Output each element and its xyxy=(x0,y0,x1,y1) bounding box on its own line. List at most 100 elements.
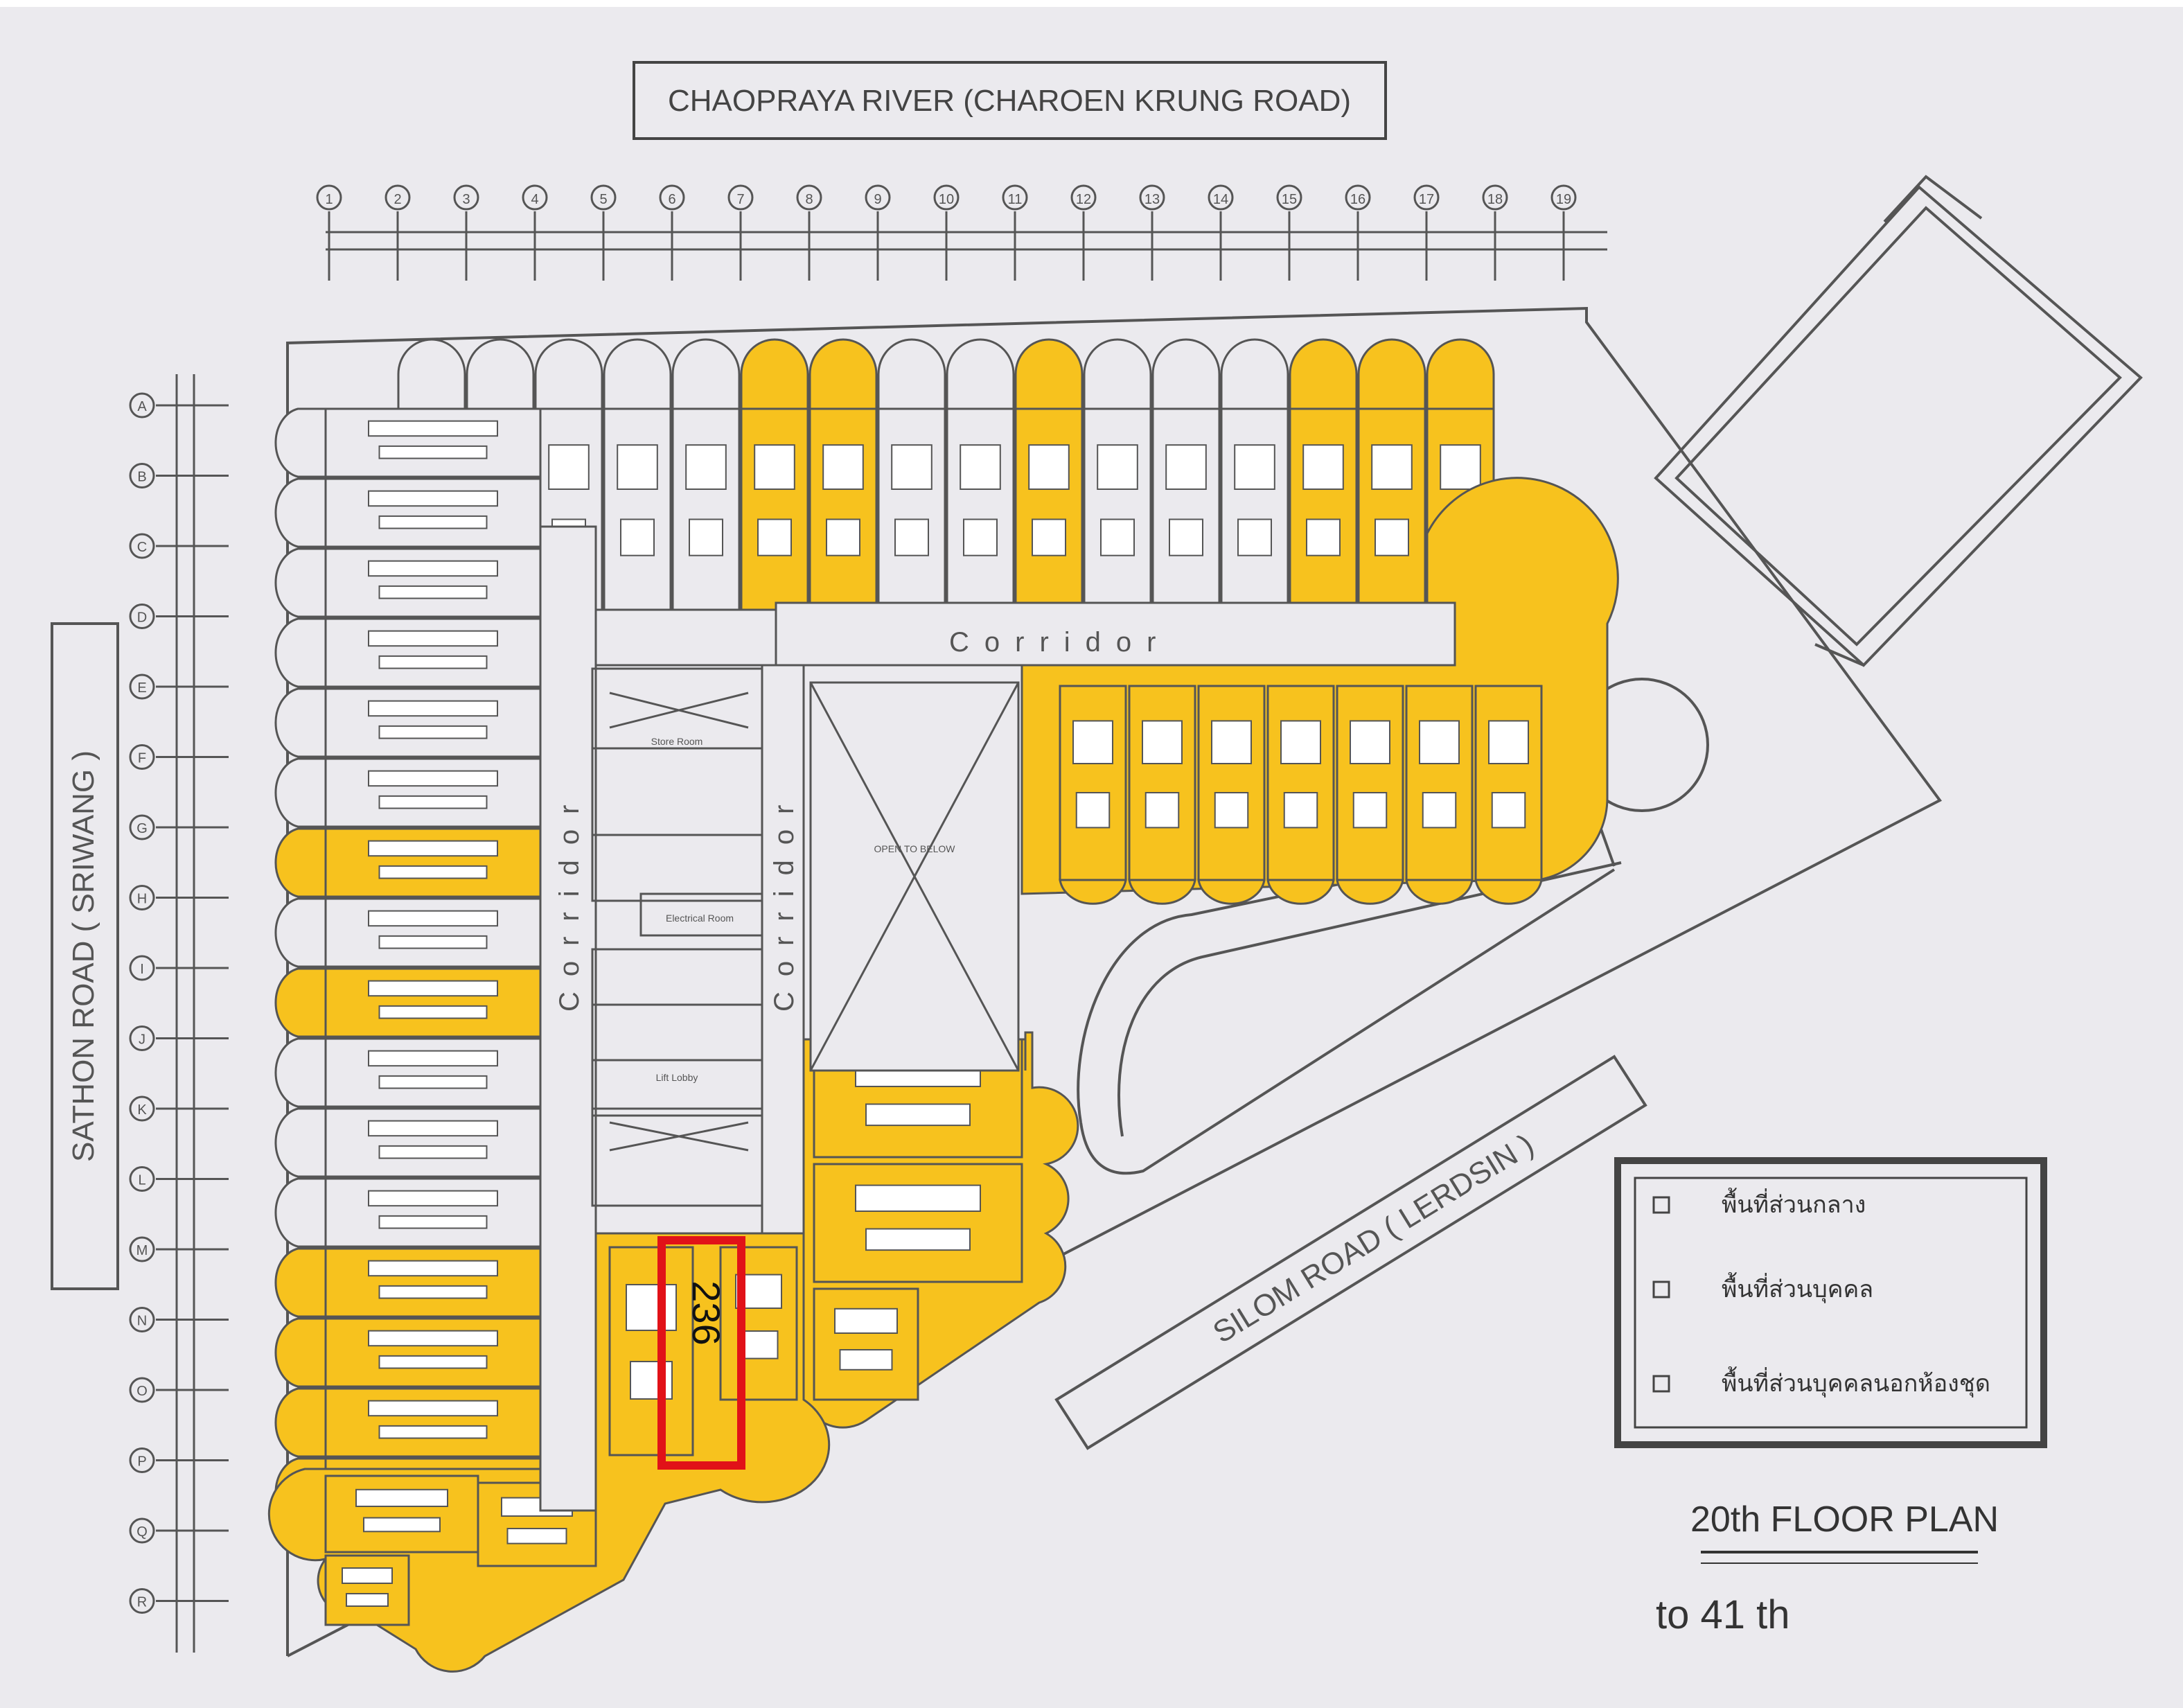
balcony-top-12 xyxy=(1151,338,1221,410)
balcony-left-15 xyxy=(274,1387,327,1458)
unit-left-15 xyxy=(324,1387,542,1458)
legend-item-private-outside: พื้นที่ส่วนบุคคลนอกห้องชุด xyxy=(1722,1366,1990,1398)
column-marker-15 xyxy=(1276,184,1302,211)
unit-left-3 xyxy=(324,547,542,618)
column-label-3: 3 xyxy=(462,192,470,207)
row-marker-F xyxy=(129,744,155,770)
balcony-top-9 xyxy=(946,338,1015,410)
unit-left-5 xyxy=(324,687,542,758)
plan-title-text: 20th FLOOR PLAN xyxy=(1690,1499,1999,1540)
row-marker-D xyxy=(129,604,155,629)
balcony-left-11 xyxy=(274,1107,327,1178)
balcony-east-4 xyxy=(1266,879,1335,905)
row-marker-I xyxy=(129,955,155,981)
unit-236-highlight[interactable]: 236 xyxy=(657,1236,745,1470)
balcony-left-2 xyxy=(274,477,327,548)
column-marker-13 xyxy=(1139,184,1165,211)
row-label-R: R xyxy=(137,1595,147,1610)
unit-top-14 xyxy=(1289,407,1358,611)
balcony-left-5 xyxy=(274,687,327,758)
column-marker-19 xyxy=(1550,184,1577,211)
row-label-A: A xyxy=(137,399,147,414)
column-label-13: 13 xyxy=(1144,192,1160,207)
balcony-left-3 xyxy=(274,547,327,618)
unit-east-3 xyxy=(1197,685,1266,881)
balcony-left-8 xyxy=(274,897,327,968)
column-marker-14 xyxy=(1208,184,1234,211)
column-label-16: 16 xyxy=(1350,192,1366,207)
row-label-N: N xyxy=(137,1314,147,1329)
unit-s-3 xyxy=(324,1474,479,1553)
unit-east-7 xyxy=(1474,685,1543,881)
unit-left-1 xyxy=(324,407,542,478)
balcony-left-9 xyxy=(274,967,327,1038)
unit-east-6 xyxy=(1405,685,1474,881)
balcony-top-11 xyxy=(1083,338,1152,410)
legend-item-common: พื้นที่ส่วนกลาง xyxy=(1722,1188,1866,1218)
balcony-top-14 xyxy=(1289,338,1358,410)
balcony-east-6 xyxy=(1405,879,1474,905)
row-marker-P xyxy=(129,1447,155,1473)
row-marker-Q xyxy=(129,1517,155,1544)
balcony-top-13 xyxy=(1220,338,1289,410)
balcony-east-7 xyxy=(1474,879,1543,905)
column-marker-6 xyxy=(659,184,685,211)
legend-box: พื้นที่ส่วนกลาง พื้นที่ส่วนบุคคล พื้นที่… xyxy=(1614,1157,2047,1448)
unit-top-15 xyxy=(1357,407,1426,611)
column-label-19: 19 xyxy=(1556,192,1571,207)
balcony-top-4 xyxy=(603,338,672,410)
balcony-east-5 xyxy=(1336,879,1404,905)
balcony-left-13 xyxy=(274,1247,327,1318)
unit-left-10 xyxy=(324,1037,542,1108)
row-label-H: H xyxy=(137,892,147,907)
row-marker-H xyxy=(129,885,155,910)
balcony-east-2 xyxy=(1128,879,1196,905)
row-marker-N xyxy=(129,1307,155,1332)
unit-top-7 xyxy=(808,407,878,611)
unit-left-8 xyxy=(324,897,542,968)
column-marker-2 xyxy=(385,184,411,211)
balcony-top-10 xyxy=(1014,338,1084,410)
row-label-K: K xyxy=(137,1102,147,1118)
corridor-left-label: Corridor xyxy=(554,790,585,1012)
unit-east-2 xyxy=(1128,685,1196,881)
row-label-C: C xyxy=(137,540,147,555)
row-label-D: D xyxy=(137,610,147,626)
row-label-B: B xyxy=(137,470,146,485)
lift-lobby-label: Lift Lobby xyxy=(656,1072,698,1083)
column-label-17: 17 xyxy=(1419,192,1434,207)
column-marker-9 xyxy=(865,184,891,211)
balcony-top-8 xyxy=(877,338,946,410)
column-label-8: 8 xyxy=(805,192,813,207)
row-label-M: M xyxy=(136,1243,148,1258)
row-label-P: P xyxy=(137,1454,146,1470)
corridor-center-label: Corridor xyxy=(769,790,799,1012)
row-marker-M xyxy=(129,1236,155,1262)
row-marker-L xyxy=(129,1166,155,1192)
balcony-top-5 xyxy=(671,338,741,410)
balcony-top-6 xyxy=(740,338,809,410)
row-marker-R xyxy=(129,1588,155,1614)
balcony-left-1 xyxy=(274,407,327,478)
unit-top-10 xyxy=(1014,407,1084,611)
row-label-E: E xyxy=(137,680,146,696)
unit-s-2 xyxy=(719,1246,798,1401)
plan-title: 20th FLOOR PLAN to 41 th xyxy=(1656,1499,1999,1637)
column-marker-10 xyxy=(933,184,960,211)
balcony-east-1 xyxy=(1059,879,1127,905)
balcony-left-4 xyxy=(274,617,327,688)
row-label-G: G xyxy=(136,821,148,836)
unit-se-3 xyxy=(813,1287,919,1401)
column-marker-7 xyxy=(727,184,754,211)
balcony-left-6 xyxy=(274,757,327,828)
column-label-7: 7 xyxy=(736,192,744,207)
balcony-left-12 xyxy=(274,1177,327,1248)
unit-top-12 xyxy=(1151,407,1221,611)
column-marker-18 xyxy=(1482,184,1508,211)
row-marker-A xyxy=(129,392,155,419)
open-below-label: OPEN TO BELOW xyxy=(874,843,956,854)
store-room-label: Store Room xyxy=(651,736,703,747)
balcony-left-7 xyxy=(274,827,327,898)
annex-building xyxy=(1654,175,2143,667)
apartment-units xyxy=(267,338,1619,1673)
